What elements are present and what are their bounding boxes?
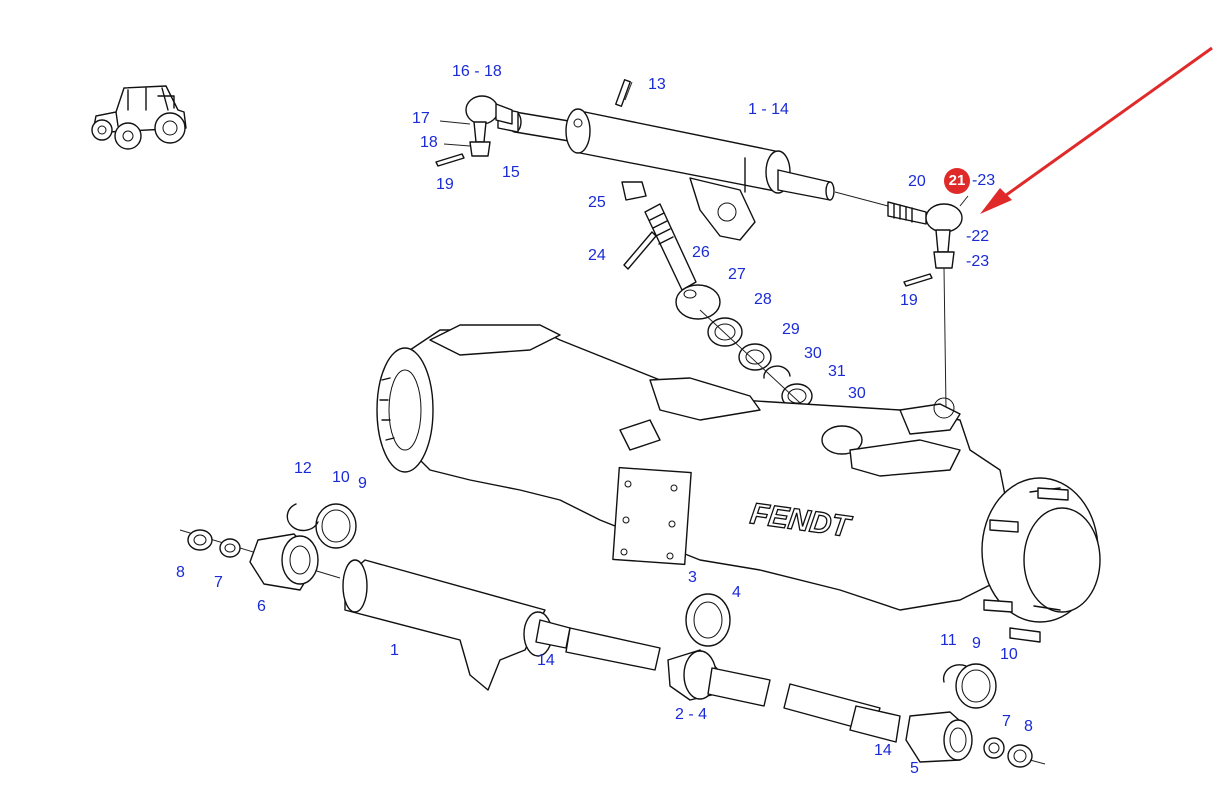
part-label-27[interactable]: 27 — [728, 266, 746, 283]
part-label-28[interactable]: 28 — [754, 291, 772, 308]
part-label-26[interactable]: 26 — [692, 244, 710, 261]
highlighted-part-badge[interactable]: 21 — [944, 168, 970, 194]
part-label-13[interactable]: 13 — [648, 76, 666, 93]
part-label-30-bottom[interactable]: 30 — [848, 385, 866, 402]
pivot-pin-stack — [621, 181, 841, 441]
part-label-9-left[interactable]: 9 — [358, 475, 367, 492]
part-label-16-18[interactable]: 16 ‑ 18 — [452, 63, 502, 80]
part-label-24[interactable]: 24 — [588, 247, 606, 264]
part-label-6[interactable]: 6 — [257, 598, 266, 615]
part-label-7-left[interactable]: 7 — [214, 574, 223, 591]
left-ball-joint — [435, 95, 513, 167]
part-label-30-top[interactable]: 30 — [804, 345, 822, 362]
part-label-19-left[interactable]: 19 — [436, 176, 454, 193]
part-label-5[interactable]: 5 — [910, 760, 919, 777]
part-label-19-right[interactable]: 19 — [900, 292, 918, 309]
part-label-29[interactable]: 29 — [782, 321, 800, 338]
part-label-1[interactable]: 1 — [390, 642, 399, 659]
part-label-18[interactable]: 18 — [420, 134, 438, 151]
part-label-2-4[interactable]: 2 ‑ 4 — [675, 706, 708, 723]
part-label-4[interactable]: 4 — [732, 584, 741, 601]
part-label-1-14[interactable]: 1 ‑ 14 — [748, 101, 789, 118]
part-label-31[interactable]: 31 — [828, 363, 846, 380]
part-label-10-right[interactable]: 10 — [1000, 646, 1018, 663]
steering-cylinder — [497, 79, 889, 241]
part-label-25[interactable]: 25 — [588, 194, 606, 211]
part-label-10-left[interactable]: 10 — [332, 469, 350, 486]
part-label-8-left[interactable]: 8 — [176, 564, 185, 581]
part-label-22[interactable]: ‑22 — [966, 228, 990, 245]
part-label-17[interactable]: 17 — [412, 110, 430, 127]
part-label-21-23-suffix[interactable]: -23 — [972, 172, 996, 189]
right-ball-joint — [887, 195, 969, 409]
part-label-12[interactable]: 12 — [294, 460, 312, 477]
part-label-8-right[interactable]: 8 — [1024, 718, 1033, 735]
part-label-14-right[interactable]: 14 — [874, 742, 892, 759]
part-label-15[interactable]: 15 — [502, 164, 520, 181]
tractor-icon — [91, 85, 187, 150]
lower-cylinder-assembly — [179, 503, 1046, 768]
red-pointer-arrow — [980, 46, 1213, 214]
part-label-9-right[interactable]: 9 — [972, 635, 981, 652]
part-label-23[interactable]: ‑23 — [966, 253, 990, 270]
part-label-11[interactable]: 11 — [940, 632, 957, 649]
part-label-20[interactable]: 20 — [908, 173, 926, 190]
front-axle-housing — [376, 324, 1101, 643]
part-label-14-left[interactable]: 14 — [537, 652, 555, 669]
part-label-3[interactable]: 3 — [688, 569, 697, 586]
part-label-7-right[interactable]: 7 — [1002, 713, 1011, 730]
